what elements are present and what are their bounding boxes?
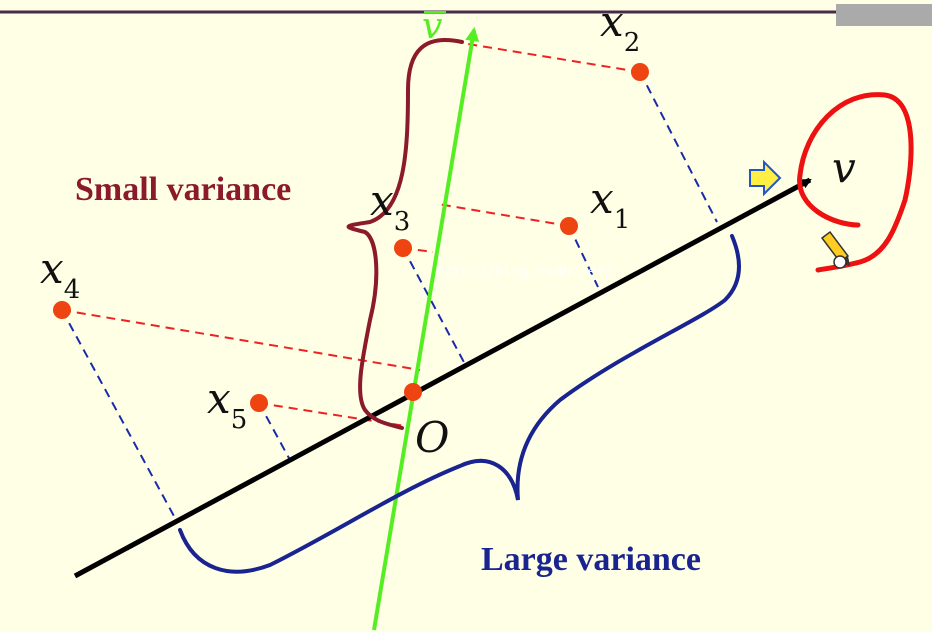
blue-projection-x3 — [402, 247, 467, 367]
axis-label-v-bar: v — [422, 6, 446, 47]
blue-projection-x4 — [61, 309, 176, 519]
point-x3 — [394, 239, 412, 257]
blue-projections — [61, 71, 718, 519]
red-projections — [61, 43, 641, 427]
arrow-right-icon — [749, 159, 782, 197]
large-variance-label: Large variance — [481, 541, 701, 578]
pencil-icon — [820, 230, 850, 269]
point-x5 — [250, 394, 268, 412]
red-projection-x2 — [467, 43, 641, 73]
data-points — [53, 63, 649, 412]
point-x2 — [631, 63, 649, 81]
label-x2: x2 — [600, 0, 640, 58]
corner-bar — [836, 4, 932, 26]
large-variance-brace — [178, 234, 741, 574]
small-variance-brace — [346, 38, 464, 430]
red-projection-x1 — [437, 203, 570, 227]
label-x4: x4 — [40, 244, 80, 305]
origin-label: O — [415, 413, 449, 462]
label-x1: x1 — [590, 174, 630, 235]
small-variance-label: Small variance — [75, 171, 291, 208]
point-x1 — [560, 217, 578, 235]
point-x4 — [53, 301, 71, 319]
blue-projection-x5 — [258, 402, 291, 461]
axis-label-v: v — [832, 143, 856, 192]
red-projection-x4 — [61, 309, 421, 371]
main-axis-v — [73, 177, 812, 579]
blue-projection-x1 — [568, 225, 599, 288]
label-x3: x3 — [370, 176, 410, 237]
svg-text:v: v — [422, 6, 442, 47]
watermark: http://blog.csdn.net/ — [436, 264, 613, 280]
point-origin — [404, 383, 422, 401]
annotation-circle — [797, 92, 914, 273]
blue-projection-x2 — [639, 71, 718, 223]
label-x5: x5 — [207, 374, 247, 435]
second-axis-v-bar — [372, 27, 480, 631]
